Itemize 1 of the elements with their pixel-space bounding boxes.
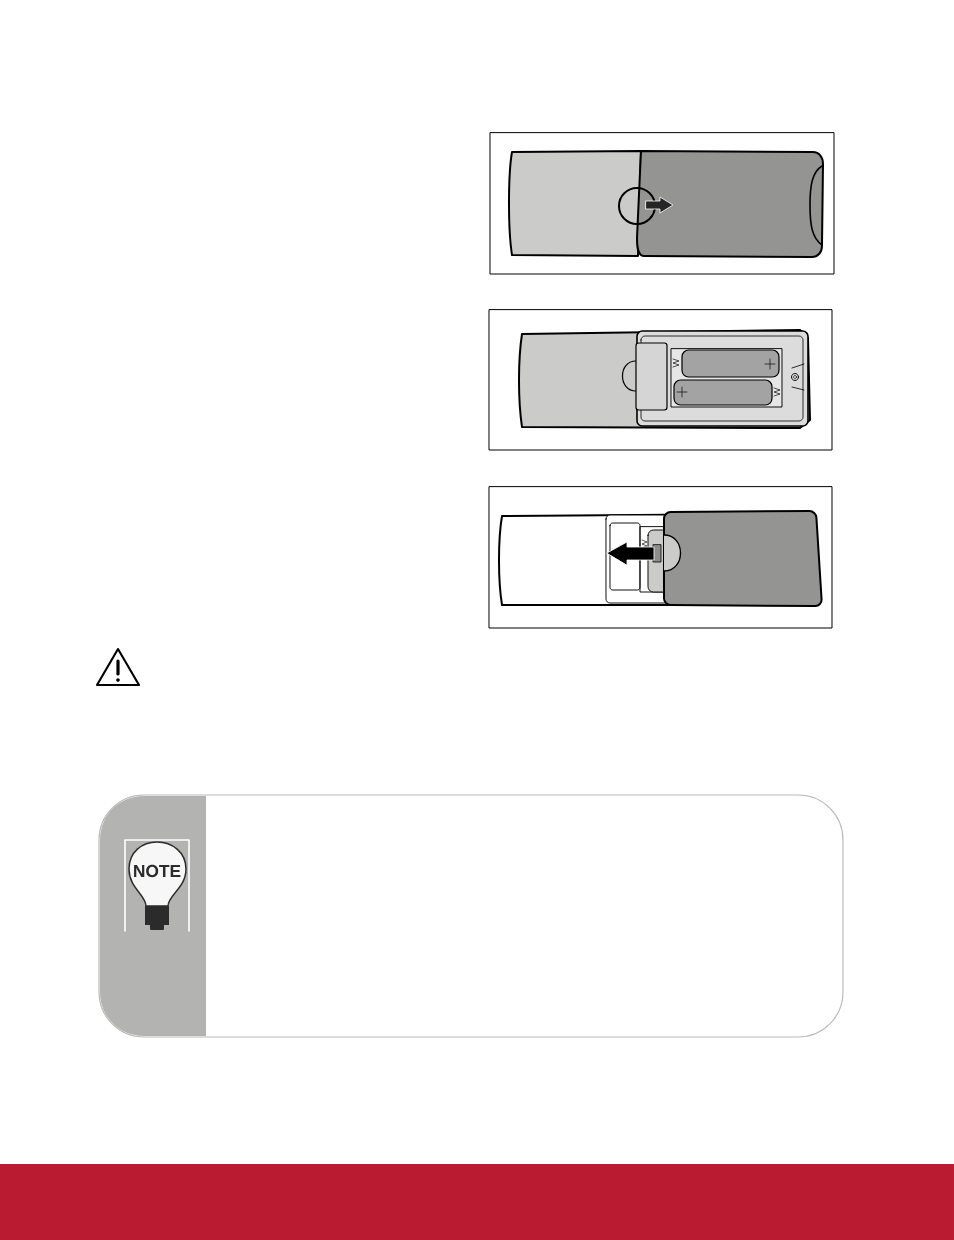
note-label: NOTE — [134, 864, 181, 878]
